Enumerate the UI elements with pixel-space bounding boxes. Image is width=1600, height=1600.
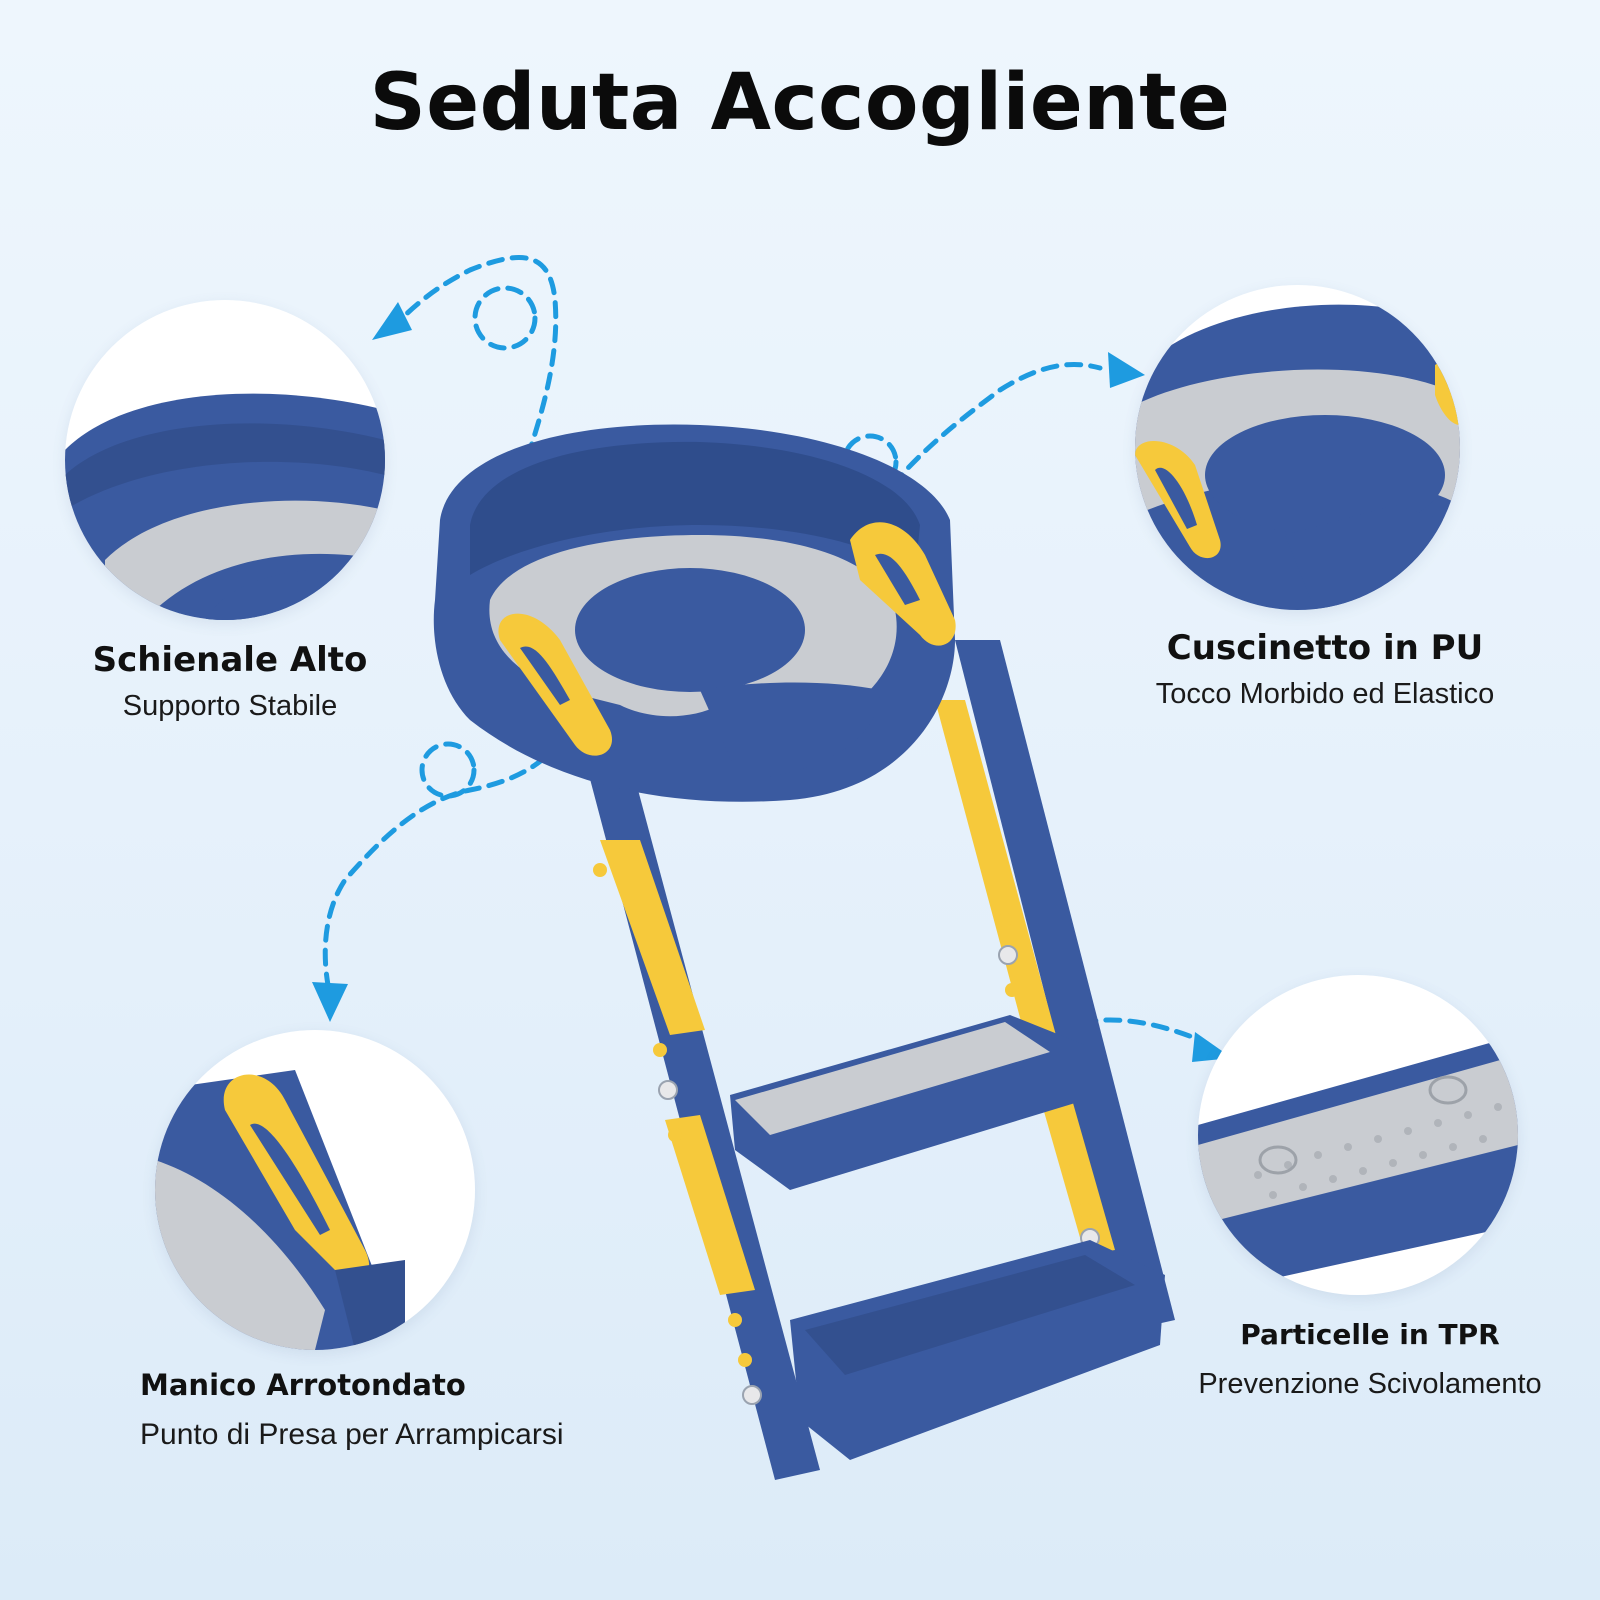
step-detail-image bbox=[1198, 975, 1518, 1295]
arrow-path-top-left bbox=[392, 255, 559, 483]
zoom-circle-step bbox=[1198, 975, 1518, 1295]
page-title: Seduta Accogliente bbox=[369, 58, 1231, 148]
adjustment-buttons bbox=[658, 945, 1100, 1405]
feature-subtitle-handle: Punto di Presa per Arrampicarsi bbox=[140, 1418, 564, 1451]
adjustment-holes bbox=[593, 863, 1092, 1367]
arrow-loop-bottom-left bbox=[419, 741, 477, 799]
feature-subtitle-step: Prevenzione Scivolamento bbox=[1198, 1368, 1542, 1400]
feature-title-step: Particelle in TPR bbox=[1240, 1318, 1500, 1351]
feature-title-backrest: Schienale Alto bbox=[92, 640, 368, 680]
feature-subtitle-backrest: Supporto Stabile bbox=[122, 690, 338, 722]
backrest-detail-image bbox=[65, 300, 385, 620]
seat bbox=[433, 424, 955, 802]
arrowhead-top-right bbox=[1108, 352, 1145, 388]
feature-title-cushion: Cuscinetto in PU bbox=[1166, 628, 1484, 668]
arrow-loop-top-left bbox=[472, 285, 538, 351]
seat-handles bbox=[498, 522, 956, 756]
ladder-side-rails bbox=[585, 640, 1175, 1480]
cushion-detail-image bbox=[1135, 285, 1460, 610]
upper-step bbox=[730, 1015, 1085, 1190]
arrowhead-top-left bbox=[372, 302, 412, 340]
zoom-circle-backrest bbox=[65, 300, 385, 620]
handle-detail-image bbox=[155, 1030, 475, 1350]
zoom-circle-cushion bbox=[1135, 285, 1460, 610]
feature-title-handle: Manico Arrotondato bbox=[140, 1368, 466, 1402]
feature-subtitle-cushion: Tocco Morbido ed Elastico bbox=[1155, 678, 1495, 710]
lower-step bbox=[790, 1240, 1165, 1460]
arrowhead-bottom-left bbox=[312, 982, 348, 1022]
zoom-circle-handle bbox=[155, 1030, 475, 1350]
